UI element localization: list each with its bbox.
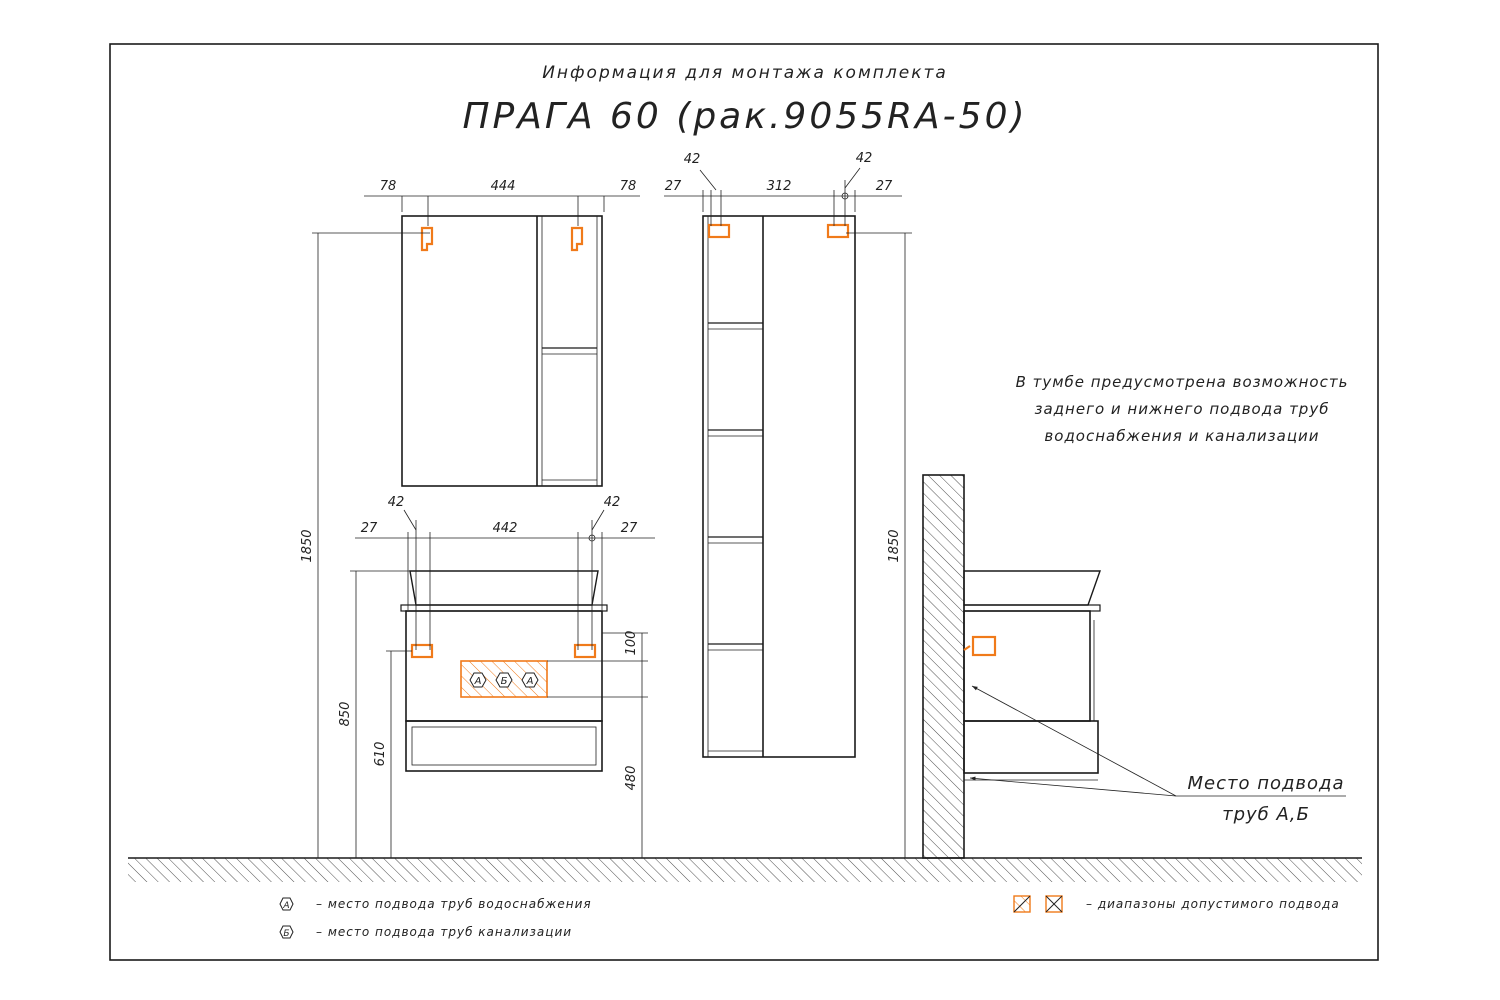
dim-pencil-left: 27 (665, 179, 682, 194)
dim-pencil-width: 312 (767, 179, 792, 194)
svg-text:А: А (526, 676, 534, 687)
wall (922, 474, 965, 859)
mirror-cabinet: 78 444 78 (364, 179, 640, 487)
range-cross-icon (1045, 895, 1063, 913)
dim-vanity-right: 27 (621, 521, 638, 536)
mount-hook-icon (570, 226, 584, 252)
legend-range-text: – диапазоны допустимого подвода (1086, 897, 1340, 911)
dim-height-610: 610 (373, 742, 388, 767)
drawing-subtitle: Информация для монтажа комплекта (542, 63, 948, 83)
note-line-1: В тумбе предусмотрена возможность (1016, 373, 1349, 391)
vanity-front: А Б А 42 42 27 442 27 1850 850 (300, 232, 655, 858)
dim-vanity-width: 442 (493, 521, 518, 536)
floor (128, 857, 1362, 882)
dim-vanity-left: 27 (361, 521, 378, 536)
dim-pencil-right: 27 (876, 179, 893, 194)
dim-height-480: 480 (624, 766, 639, 791)
note-line-3: водоснабжения и канализации (1044, 427, 1319, 445)
marker-b-icon: Б (495, 672, 513, 688)
svg-text:А: А (474, 676, 482, 687)
legend-b-text: – место подвода труб канализации (316, 925, 572, 939)
dim-mirror-width: 444 (491, 179, 516, 194)
svg-text:Б: Б (501, 676, 508, 687)
svg-text:А: А (282, 901, 289, 911)
legend-a-icon: А (279, 897, 294, 911)
marker-a-icon: А (469, 672, 487, 688)
dim-height-850: 850 (338, 702, 353, 727)
range-hatch-icon (1013, 895, 1031, 913)
svg-text:Б: Б (283, 929, 289, 939)
legend: А – место подвода труб водоснабжения Б –… (279, 895, 1340, 939)
callout-line-1: Место подвода (1187, 773, 1344, 794)
dim-pencil-right-42: 42 (856, 151, 873, 166)
dim-height-100: 100 (624, 631, 639, 656)
drawing-frame (109, 43, 1379, 961)
pencil-case: 42 42 27 312 27 1850 (664, 151, 912, 858)
marker-a-icon: А (521, 672, 539, 688)
legend-a-text: – место подвода труб водоснабжения (316, 897, 592, 911)
dim-pencil-height: 1850 (887, 529, 902, 562)
legend-b-icon: Б (279, 925, 294, 939)
dim-pencil-left-42: 42 (684, 152, 701, 167)
callout-line-2: труб А,Б (1222, 804, 1310, 825)
note-line-2: заднего и нижнего подвода труб (1035, 400, 1330, 418)
side-view: В тумбе предусмотрена возможность заднег… (922, 373, 1349, 859)
dim-height-1850: 1850 (300, 529, 315, 562)
mount-hook-icon (420, 226, 434, 252)
dim-vanity-right-42: 42 (604, 495, 621, 510)
dim-mirror-left: 78 (380, 179, 397, 194)
dim-vanity-left-42: 42 (388, 495, 405, 510)
dim-mirror-right: 78 (620, 179, 637, 194)
drawing-title: ПРАГА 60 (рак.9055RA-50) (462, 96, 1027, 137)
